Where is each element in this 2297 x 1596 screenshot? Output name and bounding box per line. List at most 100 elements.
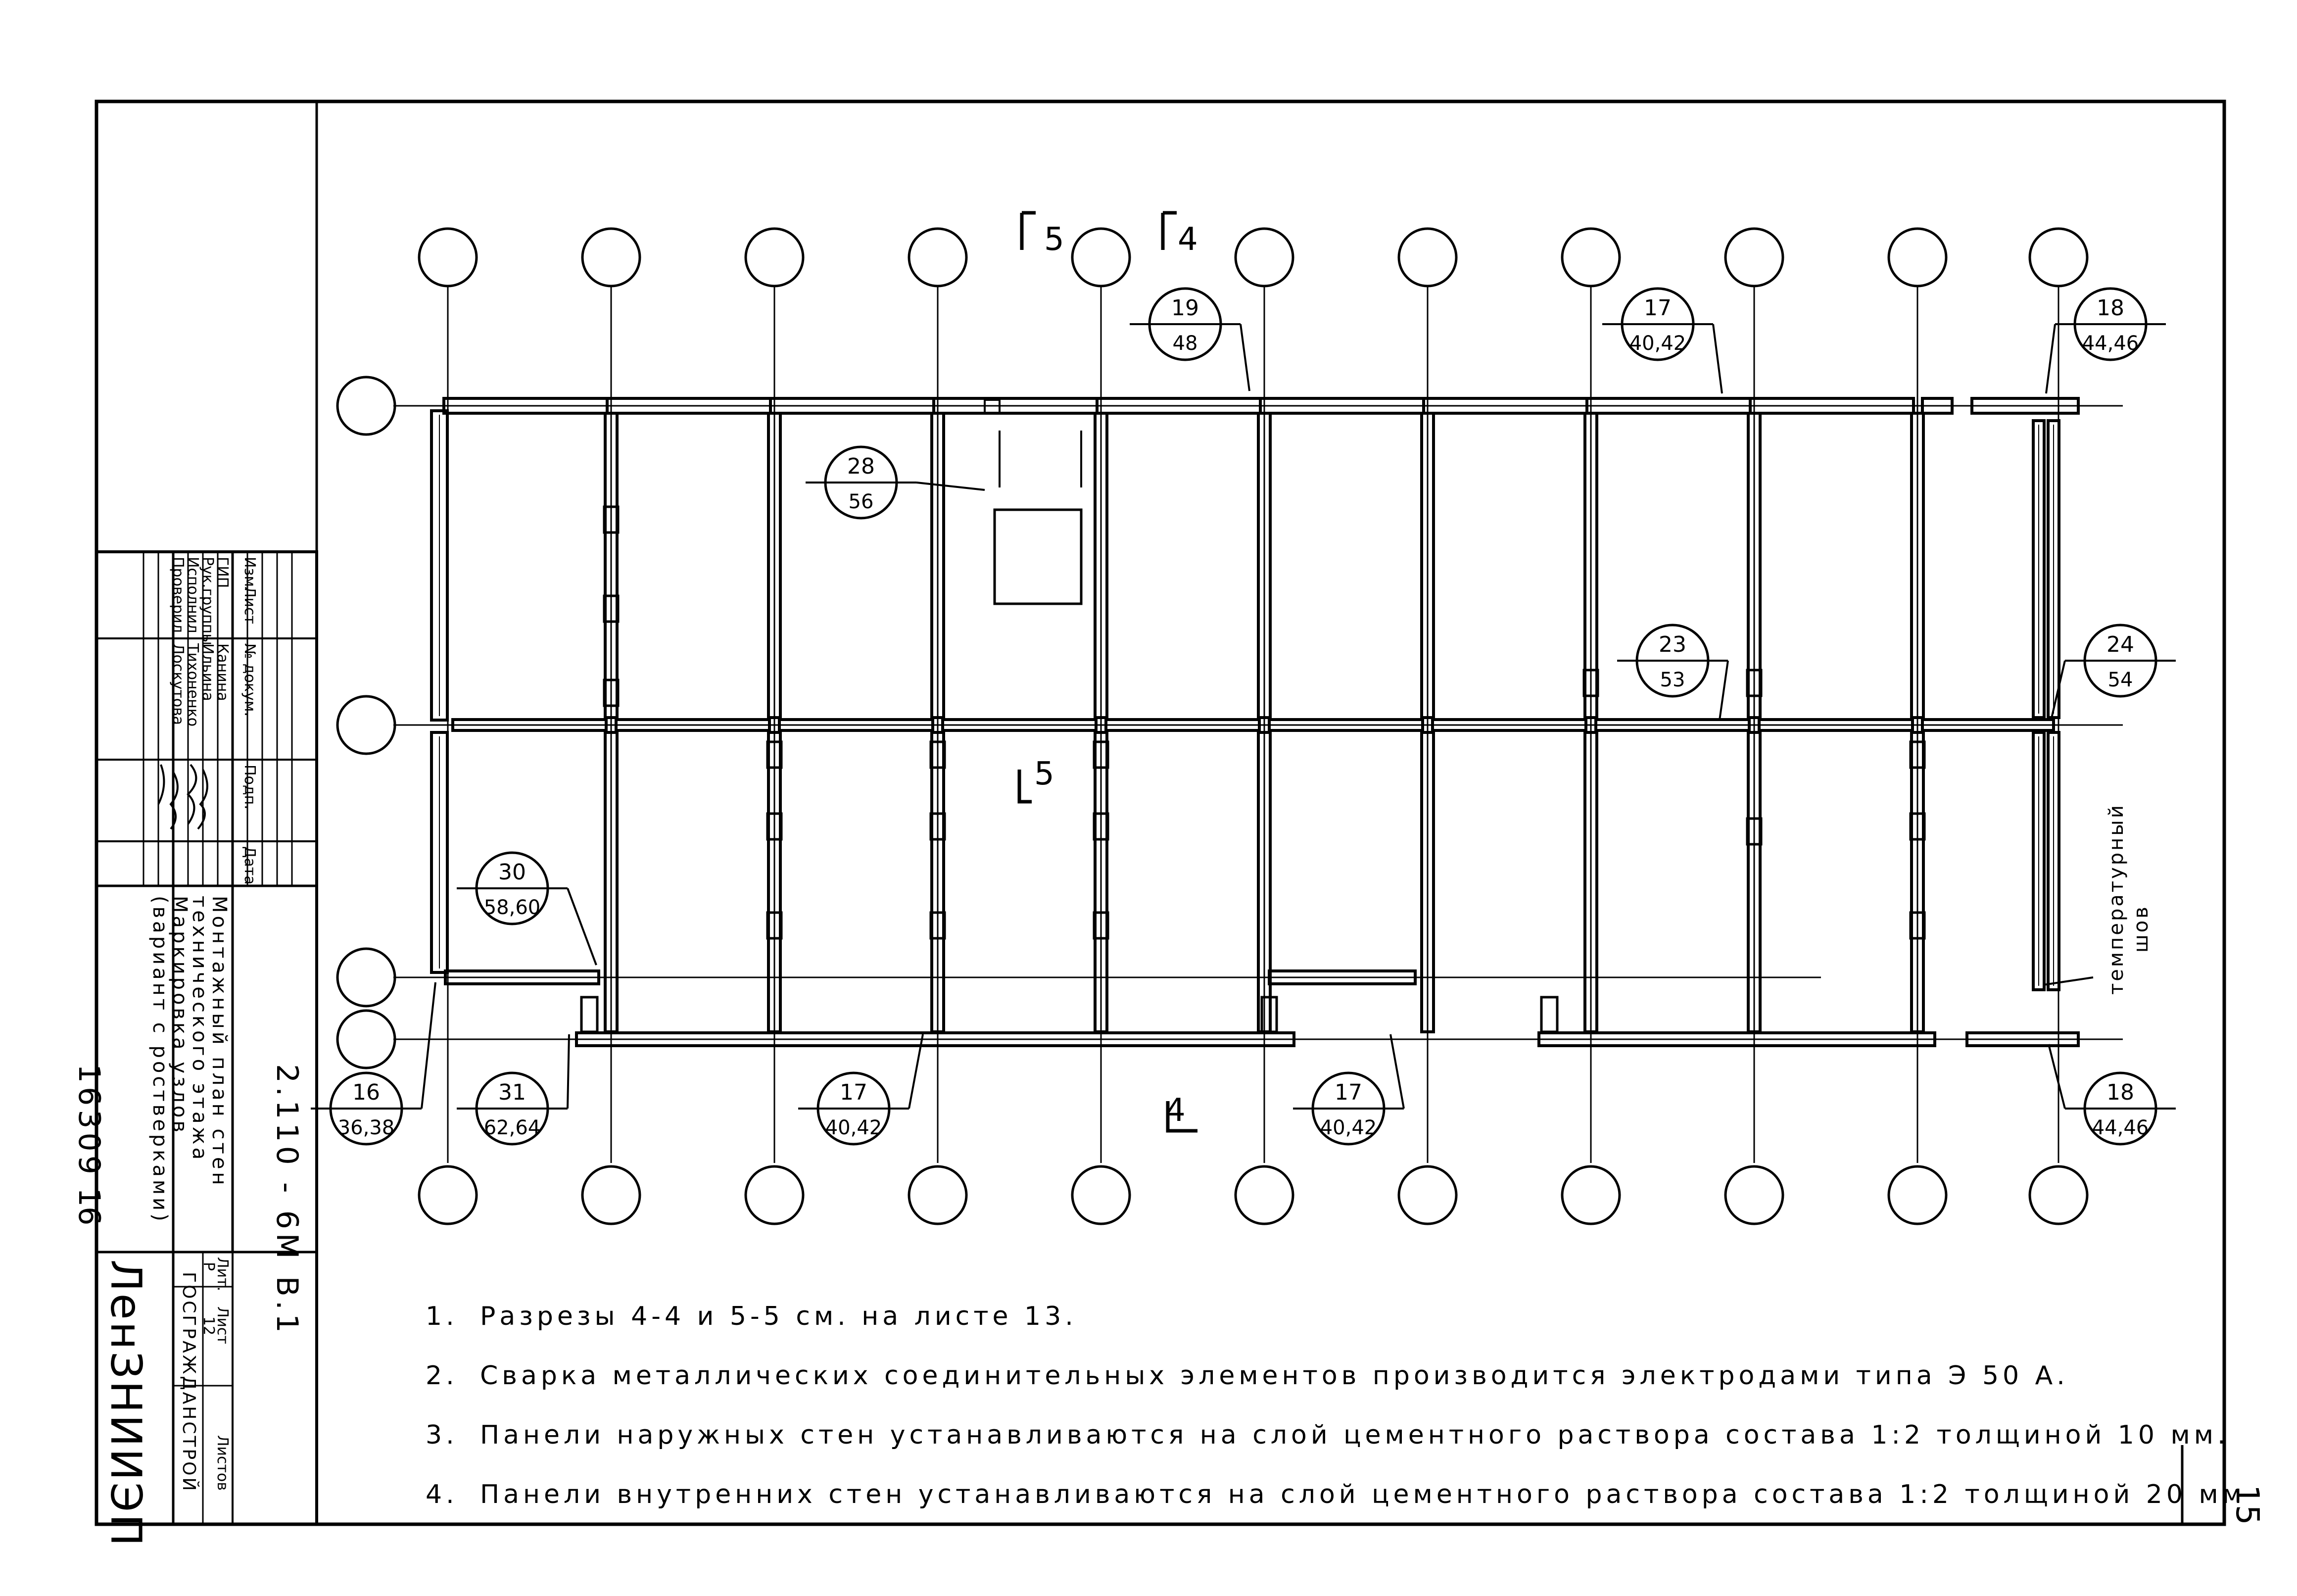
wall-panel-v	[604, 412, 619, 719]
callout-leader	[1712, 324, 1723, 394]
wall-panel-h	[1921, 397, 1954, 415]
sheet-value: 12	[200, 1316, 217, 1335]
wall-panel-v	[1257, 412, 1272, 719]
callout-node-number: 23	[1659, 632, 1686, 657]
callout-node-number: 16	[352, 1080, 380, 1105]
wall-panel-v	[2032, 419, 2046, 719]
joint-label-line-1: температурный	[2105, 803, 2128, 995]
wall-panel-v	[2047, 419, 2060, 719]
axis-bubble-bottom	[418, 1165, 478, 1225]
entrance-niche	[580, 996, 599, 1033]
wall-panel-h	[1537, 1031, 1936, 1047]
signer-name-2: Тихоненко	[184, 643, 201, 726]
signature-2	[187, 764, 197, 825]
callout-sheet-ref: 58,60	[484, 896, 541, 919]
callout-leader	[2050, 660, 2066, 721]
axis-bubble-left	[336, 947, 396, 1008]
callout-leader	[1719, 660, 1729, 721]
axis-bubble-top	[1234, 227, 1294, 288]
joint-label-line-2: шов	[2130, 905, 2153, 953]
wall-panel-v	[430, 409, 449, 722]
sheet-title-line-3: Маркировка узлов	[168, 896, 191, 1135]
axis-bubble-bottom	[1887, 1165, 1948, 1225]
axis-bubble-bottom	[1724, 1165, 1784, 1225]
shaft-opening	[993, 508, 1083, 605]
note-4: 4.Панели внутренних стен устанавливаются…	[426, 1480, 2246, 1509]
wall-panel-h	[1749, 397, 1915, 415]
wall-panel-v	[930, 412, 945, 719]
stage-header-lit: Лит.	[214, 1257, 231, 1291]
axis-bubble-left	[336, 695, 396, 755]
sheet-title-line-2: технического этажа	[188, 896, 211, 1162]
pilaster-block	[766, 812, 783, 841]
signature-1	[197, 769, 208, 830]
org-top: ГОСГРАЖДАНСТРОЙ	[179, 1272, 199, 1493]
pilaster-block	[603, 678, 620, 707]
entrance-niche	[1260, 996, 1278, 1033]
wall-panel-v	[930, 731, 945, 1033]
callout-node-number: 30	[498, 860, 526, 885]
callout-sheet-ref: 40,42	[1629, 332, 1686, 355]
callout-node-number: 19	[1171, 295, 1199, 321]
callout-c16: 16 36,38	[311, 982, 436, 1146]
callout-sheet-ref: 56	[849, 490, 874, 513]
wall-panel-v	[430, 731, 449, 974]
callout-node-number: 18	[2106, 1080, 2134, 1105]
wall-panel-v	[2032, 731, 2046, 991]
signature-3	[169, 772, 179, 830]
axis-bubble-left	[336, 376, 396, 436]
pilaster-block	[1909, 911, 1926, 940]
wall-panel-v	[767, 412, 782, 719]
axis-bubble-bottom	[1234, 1165, 1294, 1225]
stage-header-list: Лист	[214, 1306, 231, 1344]
pilaster-block	[1093, 812, 1109, 841]
callout-sheet-ref: 36,38	[338, 1116, 395, 1139]
signer-name-1: Ильина	[199, 643, 216, 701]
wall-panel-h	[941, 718, 1098, 732]
callout-leader	[421, 982, 436, 1109]
temperature-joint-label: температурный шов	[2105, 803, 2153, 995]
axis-bubble-top	[2028, 227, 2089, 288]
signer-role-0: ГИП	[214, 557, 231, 588]
wall-panel-h	[1758, 718, 1914, 732]
stage-value: Р	[200, 1262, 217, 1271]
col-izm: Изм.	[241, 557, 258, 592]
callout-sheet-ref: 44,46	[2082, 332, 2139, 355]
col-list: Лист	[241, 586, 258, 624]
signer-role-1: Рук.группы	[199, 557, 216, 645]
axis-bubble-top	[1887, 227, 1948, 288]
callout-sheet-ref: 40,42	[825, 1116, 882, 1139]
stage-header-listov: Листов	[214, 1435, 231, 1491]
joint-leader	[2043, 976, 2094, 986]
axis-bubble-top	[1397, 227, 1458, 288]
axis-bubble-top	[908, 227, 968, 288]
archive-sheet: 16	[72, 1188, 106, 1225]
col-date: Дата	[241, 846, 258, 885]
axis-bubble-top	[1071, 227, 1131, 288]
callout-leader	[567, 1034, 570, 1109]
pilaster-block	[929, 812, 946, 841]
wall-panel-h	[444, 969, 600, 985]
sheet-title-line-4: (вариант с ростверками)	[148, 896, 171, 1224]
signer-role-2: Исполнил	[184, 557, 201, 633]
section-marks: 5 4 5 4	[1017, 211, 1198, 1133]
axis-bubble-left	[336, 1009, 396, 1069]
axis-bubble-top	[1724, 227, 1784, 288]
callout-leader	[1240, 324, 1250, 391]
section-mark-mid-5: 5	[1034, 756, 1054, 792]
wall-panel-v	[1583, 731, 1598, 1033]
axis-bubble-top	[1561, 227, 1621, 288]
pilaster-block	[929, 911, 946, 940]
wall-panel-h	[1965, 1031, 2080, 1047]
wall-panel-h	[1431, 718, 1587, 732]
callout-sheet-ref: 54	[2108, 669, 2133, 691]
axis-bubble-bottom	[2028, 1165, 2089, 1225]
pilaster-block	[603, 505, 620, 534]
note-1: 1.Разрезы 4-4 и 5-5 см. на листе 13.	[426, 1302, 1077, 1331]
